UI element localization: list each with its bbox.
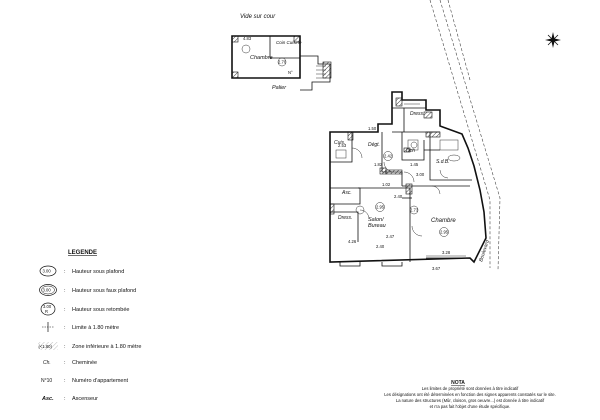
room-dress-top: Dress.: [410, 111, 424, 117]
height-2: 2.95: [376, 205, 385, 210]
svg-text::: :: [64, 378, 66, 384]
svg-text:Ch.: Ch.: [43, 360, 51, 366]
height-4: 2.95: [440, 230, 449, 235]
svg-text::: :: [64, 288, 66, 294]
main-apartment: [329, 91, 487, 267]
upper-apartment-number: N°: [288, 70, 293, 75]
svg-text::: :: [64, 344, 66, 350]
legend-item-faux-plafond: 3.00 : Hauteur sous faux plafond: [39, 284, 136, 296]
svg-text::: :: [64, 325, 66, 331]
palier-label: Palier: [272, 85, 287, 91]
svg-text:Numéro d'appartement: Numéro d'appartement: [72, 378, 129, 384]
svg-text:N°10: N°10: [41, 378, 52, 384]
room-douche: Dch: [406, 148, 415, 154]
dim-1: 2.53: [338, 143, 347, 148]
svg-text:3.00: 3.00: [43, 304, 52, 309]
svg-text:3.00: 3.00: [43, 288, 52, 293]
svg-text:Hauteur sous retombée: Hauteur sous retombée: [72, 307, 129, 313]
svg-text:3.00: 3.00: [43, 269, 52, 274]
svg-text::: :: [64, 396, 66, 402]
room-salon: Salon/Bureau: [368, 217, 386, 229]
svg-text:Cheminée: Cheminée: [72, 360, 97, 366]
room-ascenseur: Asc.: [341, 190, 352, 196]
upper-height: 2.70: [278, 60, 287, 65]
svg-text::: :: [64, 360, 66, 366]
compass-icon: [545, 32, 561, 48]
height-3: 2.73: [410, 208, 419, 213]
nota-line-2: Les désignations ont été déterminées en …: [384, 392, 556, 397]
dim-6: 2.40: [394, 194, 403, 199]
dim-9: 3.67: [432, 266, 441, 271]
upper-room-label: Chambre: [250, 55, 273, 61]
room-cuisine: Cuis.: [334, 140, 345, 146]
upper-unit: 4.83 Coin Cuisine Chambre 2.70 N°: [231, 35, 332, 91]
nota-line-1: Les limites de propriété sont données à …: [422, 386, 519, 391]
svg-text:4.83: 4.83: [243, 36, 252, 41]
nota-line-3: La nature des structures (Mûr, cloison, …: [396, 398, 545, 403]
room-salle-de-bain: S.d.B.: [436, 159, 450, 165]
height-1: 2.42: [384, 154, 393, 159]
legend-item-limite: : Limite à 1.80 mètre: [42, 322, 119, 332]
dim-5: 3.00: [416, 172, 425, 177]
svg-text:Ascenseur: Ascenseur: [72, 396, 98, 402]
nota-line-4: et n'a pas fait l'objet d'une étude spéc…: [430, 404, 511, 409]
svg-text:Zone inférieure à 1.80 mètre: Zone inférieure à 1.80 mètre: [72, 344, 141, 350]
vide-sur-cour-label: Vide sur cour: [240, 14, 276, 20]
dim-8: 3.28: [442, 250, 451, 255]
legend-item-retombee: 3.00 R : Hauteur sous retombée: [40, 302, 129, 316]
dim-2: 1.82: [374, 162, 383, 167]
svg-text:Asc.: Asc.: [41, 396, 54, 402]
dim-11: 2.40: [376, 244, 385, 249]
kitchen-label: Coin Cuisine: [276, 40, 302, 45]
room-chambre: Chambre: [431, 218, 456, 224]
legend-item-ascenseur: Asc. : Ascenseur: [41, 396, 98, 402]
dim-7: 2.47: [386, 234, 395, 239]
legend-title: LEGENDE: [68, 250, 97, 256]
legend-item-numero: N°10 : Numéro d'appartement: [41, 378, 129, 384]
svg-text:Hauteur sous plafond: Hauteur sous plafond: [72, 269, 124, 275]
legend-item-plafond: 3.00 : Hauteur sous plafond: [39, 265, 124, 277]
dim-10: 4.26: [348, 239, 357, 244]
svg-text::: :: [64, 269, 66, 275]
dim-4: 1.02: [382, 182, 391, 187]
nota-title: NOTA: [451, 380, 465, 386]
legend-item-cheminee: Ch. : Cheminée: [43, 360, 97, 366]
svg-text:Hauteur sous faux plafond: Hauteur sous faux plafond: [72, 288, 136, 294]
dim-0: 1.50: [368, 126, 377, 131]
svg-text:Limite à 1.80 mètre: Limite à 1.80 mètre: [72, 325, 119, 331]
svg-text:(<1.80): (<1.80): [39, 344, 53, 349]
legend-item-zone: (<1.80) : Zone inférieure à 1.80 mètre: [38, 342, 141, 350]
dim-3: 1.45: [410, 162, 419, 167]
room-degagement: Dégt.: [368, 142, 380, 148]
svg-text:R: R: [45, 309, 48, 314]
svg-text::: :: [64, 307, 66, 313]
room-dress-bottom: Dress.: [338, 215, 352, 221]
